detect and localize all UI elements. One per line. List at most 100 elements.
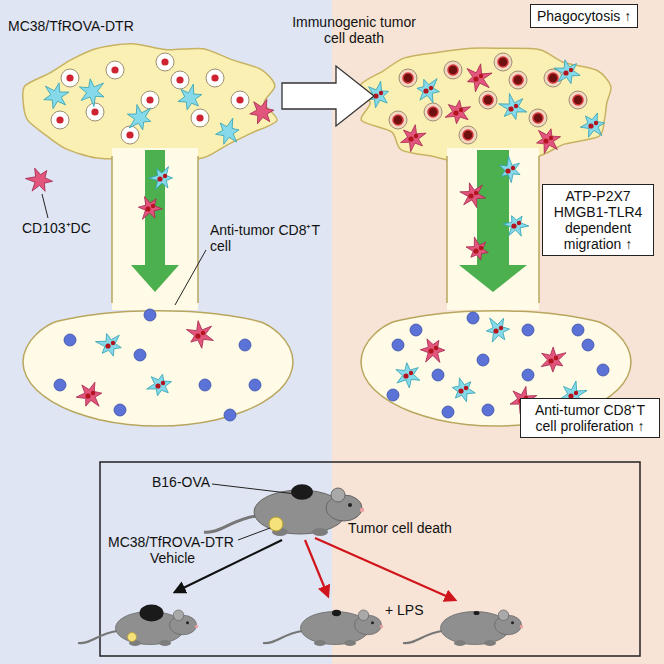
result-box: Anti-tumor CD8⁺T cell proliferation ↑	[520, 398, 660, 438]
dendritic-cell	[95, 334, 121, 357]
antigen-dot	[554, 356, 558, 360]
antigen-dot	[111, 341, 115, 345]
tumor-nucleus	[483, 95, 493, 105]
antigen-dot	[423, 88, 428, 93]
t-cell	[477, 354, 489, 366]
dendritic-cell	[138, 197, 162, 220]
leader-line	[212, 484, 296, 494]
dendritic-cell	[186, 321, 213, 349]
antigen-dot	[473, 248, 478, 253]
dendritic-cell	[178, 84, 202, 110]
tumor-cell	[569, 91, 587, 109]
tumor-cell	[171, 71, 189, 89]
dendritic-cell	[127, 104, 150, 129]
antigen-dot	[151, 204, 155, 208]
dendritic-cell	[580, 113, 604, 137]
antigen-dot	[569, 68, 573, 72]
t-cell	[482, 404, 494, 416]
antigen-dot	[85, 393, 90, 398]
leader-line	[175, 250, 206, 305]
antigen-dot	[157, 176, 162, 181]
t-cell	[467, 312, 479, 324]
dendritic-cell	[420, 339, 445, 363]
antigen-dot	[434, 346, 438, 350]
antigen-dot	[574, 391, 578, 395]
tumor-cell	[479, 91, 497, 109]
t-cell	[54, 379, 66, 391]
dendritic-cell	[250, 99, 274, 123]
tumor-mass	[360, 48, 611, 164]
tumor-line-label: MC38/TfROVA-DTR	[8, 18, 134, 34]
dendritic-cell	[499, 156, 520, 182]
antigen-dot	[474, 191, 478, 195]
t-cell	[144, 309, 156, 321]
experiment-panel	[100, 462, 640, 656]
t-cell	[134, 349, 146, 361]
tumor-nucleus	[428, 107, 438, 117]
antigen-dot	[403, 373, 408, 378]
tumor-cell	[231, 91, 249, 109]
leader-line	[238, 528, 270, 540]
t-cell	[597, 364, 609, 376]
antigen-dot	[409, 371, 413, 375]
dendritic-cell	[396, 363, 420, 388]
lymphatic-vessel	[447, 148, 539, 310]
tumor-nucleus	[161, 58, 168, 65]
mouse	[78, 605, 198, 646]
tumor-nucleus	[533, 113, 543, 123]
dendritic-cell	[541, 347, 566, 372]
dendritic-cell	[467, 64, 492, 92]
tumor-cell	[156, 53, 174, 71]
antigen-dot	[458, 388, 463, 393]
tumor-cell	[86, 103, 104, 121]
lymph-node	[23, 311, 293, 426]
leader-line	[42, 194, 48, 218]
box-text: ATP-P2X7 HMGB1-TLR4 dependent migration …	[549, 188, 647, 252]
antigen-dot	[195, 333, 200, 338]
box-text: Phagocytosis ↑	[537, 8, 631, 24]
result-box: ATP-P2X7 HMGB1-TLR4 dependent migration …	[542, 184, 654, 256]
antigen-dot	[468, 193, 473, 198]
antigen-dot	[155, 383, 160, 388]
antigen-dot	[549, 136, 553, 140]
antigen-dot	[464, 386, 468, 390]
antigen-dot	[543, 138, 548, 143]
vessel-wall	[446, 156, 448, 303]
dendritic-cell	[460, 183, 486, 208]
t-cell	[387, 389, 399, 401]
tumor-nucleus	[146, 96, 153, 103]
antigen-dot	[548, 358, 553, 363]
t-cell	[199, 379, 211, 391]
tumor-cell	[51, 111, 69, 129]
antigen-dot	[379, 91, 383, 95]
t-cell	[442, 406, 454, 418]
antigen-dot	[479, 74, 483, 78]
vessel-wall	[197, 156, 199, 303]
antigen-dot	[594, 121, 598, 125]
tumor-cell	[206, 69, 224, 87]
treatment-arrow	[305, 540, 328, 596]
antigen-dot	[161, 381, 165, 385]
antigen-dot	[588, 123, 593, 128]
dendritic-cell	[216, 118, 240, 144]
tumor-nucleus	[403, 73, 413, 83]
tumor-cell	[399, 69, 417, 87]
antigen-dot	[473, 76, 478, 81]
tumor-nucleus	[463, 130, 473, 140]
tumor-nucleus	[448, 65, 458, 75]
tumor-nucleus	[111, 66, 118, 73]
tumor-cell	[509, 71, 527, 89]
t-cell	[572, 324, 584, 336]
cell-type-label: CD103⁺DC	[22, 220, 91, 236]
dendritic-cell	[147, 374, 172, 396]
dendritic-cell	[44, 83, 69, 109]
tumor-nucleus	[393, 115, 403, 125]
dendritic-cell	[417, 79, 439, 103]
antigen-dot	[511, 166, 515, 170]
tumor-nucleus	[176, 76, 183, 83]
dendritic-cell	[25, 168, 52, 191]
dendritic-cell	[401, 125, 426, 152]
mouse	[263, 610, 383, 646]
tumor-cell	[459, 126, 477, 144]
mouse	[204, 484, 364, 536]
